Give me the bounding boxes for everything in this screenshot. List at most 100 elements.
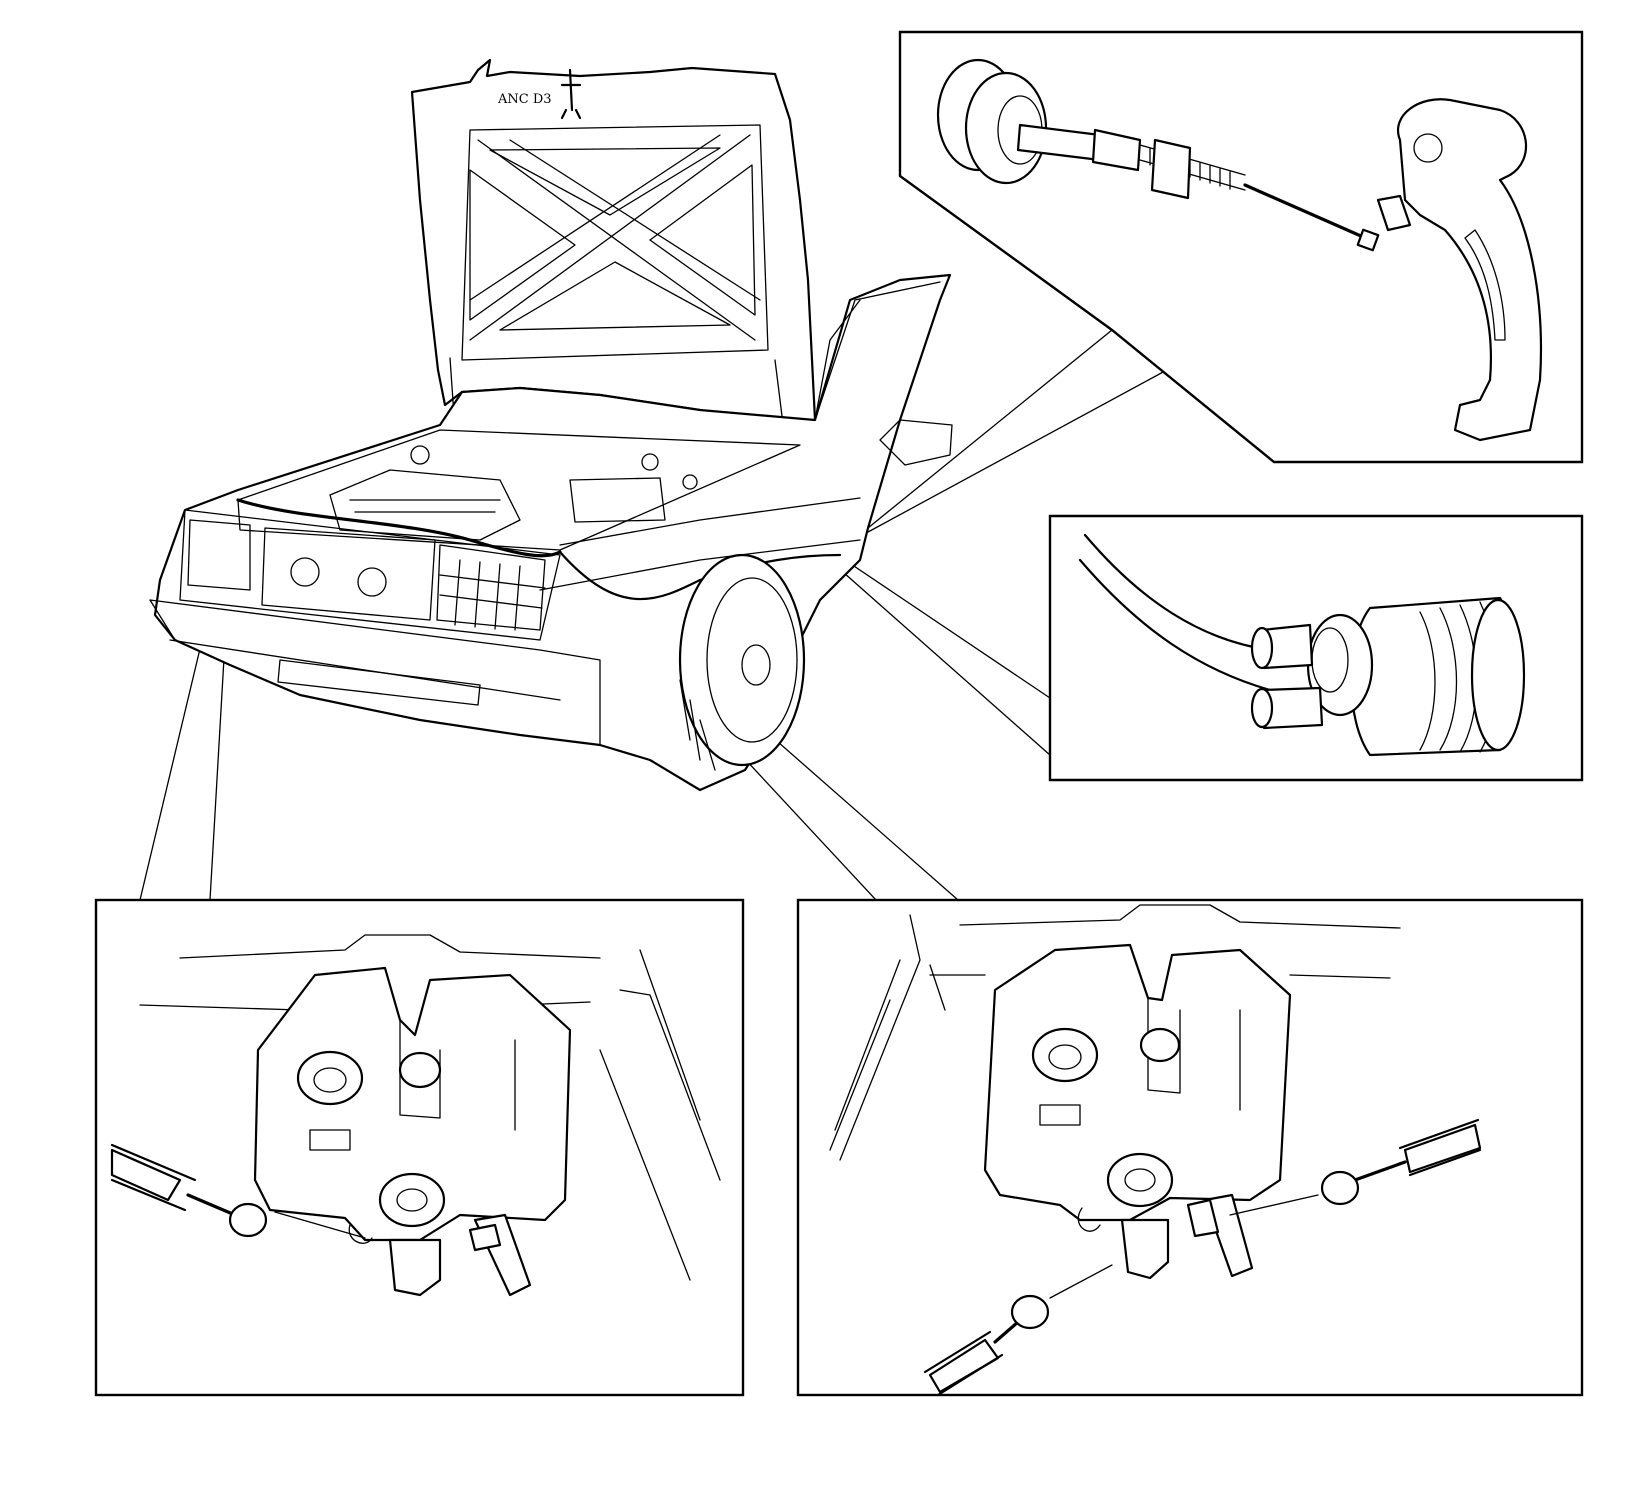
fluid-cap-1: [410, 445, 430, 465]
fluid-cap-3: [682, 474, 698, 490]
right-lock-clip: [1077, 1207, 1101, 1232]
right-lock-body: [983, 943, 1292, 1222]
right-pillar: [829, 914, 946, 1161]
right-lock-cable-guide-lower: [1049, 1264, 1113, 1299]
lever-slot: [1464, 229, 1506, 341]
grommet-ribs: [1419, 601, 1498, 753]
headlight-right: [436, 544, 546, 631]
right-lock-mount-hole-upper-inner: [1048, 1044, 1082, 1070]
handle-cable-end-nipple: [1356, 228, 1380, 252]
left-lock-mount-hole-upper: [296, 1050, 364, 1106]
detail-release-handle: [898, 30, 1584, 464]
body-side-line: [539, 539, 861, 591]
leader-handle-lower: [867, 329, 1113, 529]
tire-tread: [679, 679, 716, 771]
right-lock-inner-cable-upper: [1353, 1160, 1407, 1182]
battery: [569, 477, 666, 523]
leader-handle-lower-2: [867, 370, 1166, 533]
right-panel-top-line: [959, 904, 1401, 929]
grommet-cable-lower: [1078, 558, 1272, 692]
hood-x-brace-b2: [469, 134, 721, 301]
front-wheel-rim: [706, 577, 798, 743]
bumper: [149, 599, 601, 746]
hood-cutout-left: [469, 169, 576, 321]
grille-emblem-left: [290, 557, 320, 587]
left-lock-inner-cable: [186, 1193, 237, 1217]
hood-cutout-top: [489, 147, 721, 216]
hood-x-brace-a: [477, 139, 756, 341]
right-lock-slot: [1039, 1104, 1081, 1126]
hood-cutout-right: [649, 164, 756, 316]
engine-block: [329, 469, 521, 541]
leader-grommet-lower: [834, 564, 1051, 756]
leader-grommet-upper: [844, 559, 1051, 699]
headlight-grid-a: [439, 559, 546, 631]
hood-x-brace-b: [469, 134, 751, 341]
engine-detail-1: [349, 499, 501, 513]
right-lock-mount-hole-upper: [1031, 1027, 1099, 1083]
right-lock-cable-sheath-lower-outline: [923, 1330, 1004, 1397]
car-overview: ANC D3: [149, 58, 953, 792]
handle-cable-nut: [1150, 138, 1192, 200]
release-lever: [1397, 98, 1543, 442]
release-cable-bay: [236, 498, 562, 558]
right-panel-mid-line: [929, 974, 1391, 979]
right-lock-mount-hole-lower-inner: [1124, 1168, 1156, 1192]
left-lock-cable-sheath-outline: [110, 1143, 197, 1212]
a-pillar: [814, 299, 861, 421]
left-lock-mount-hole-lower: [378, 1172, 446, 1228]
left-lock-cable-sheath: [110, 1148, 182, 1202]
right-lock-lever: [1203, 1193, 1254, 1278]
right-lock-cable-guide-upper: [1229, 1194, 1319, 1216]
left-lock-lever-hook: [468, 1223, 502, 1252]
right-lock-cable-sheath-upper-outline: [1398, 1118, 1482, 1177]
left-lock-slot: [309, 1129, 351, 1151]
left-lock-body: [253, 966, 572, 1242]
headlight-left-outer: [187, 519, 251, 591]
grommet-cable-upper: [1083, 533, 1272, 652]
left-panel-top-line: [179, 934, 601, 959]
side-mirror: [879, 419, 953, 466]
right-lock-mount-hole-lower: [1106, 1152, 1174, 1208]
left-lock-clip: [348, 1224, 373, 1244]
grommet-sleeve-lower-end: [1250, 687, 1274, 729]
left-lock-cable-end-nipple: [228, 1202, 268, 1238]
lever-cable-hook: [1376, 194, 1412, 232]
handle-inner-cable: [1243, 183, 1372, 242]
right-lock-lever-hook: [1186, 1198, 1220, 1238]
right-lock-inner-cable-lower: [993, 1320, 1020, 1344]
hood-emblem-figure: [560, 68, 582, 120]
hood-inner-frame: [461, 124, 769, 361]
grille: [261, 527, 436, 621]
lever-pivot-hole: [1413, 133, 1443, 163]
left-lock-cable-guide-line: [274, 1211, 366, 1239]
handle-cable-fitting: [1091, 128, 1142, 172]
left-lock-mount-hole-lower-inner: [396, 1188, 428, 1212]
left-lock-striker-pin: [398, 1051, 442, 1089]
grommet-end-face: [1470, 598, 1526, 752]
detail-left-lock: [94, 898, 745, 1397]
bumper-slot: [277, 659, 481, 706]
detail-right-lock: [796, 898, 1584, 1397]
right-lock-striker-pin: [1139, 1027, 1181, 1063]
fluid-cap-2: [641, 453, 659, 471]
left-pillar: [599, 949, 721, 1281]
hood-emblem-text: ANC D3: [497, 92, 552, 107]
right-lock-latch: [1120, 1218, 1170, 1280]
hood-cutout-bottom: [499, 261, 731, 331]
detail-cable-grommet: [1048, 514, 1584, 782]
grille-emblem-right: [357, 567, 387, 597]
left-lock-latch: [388, 1238, 442, 1297]
fender-crease: [559, 497, 861, 546]
windshield-line: [814, 281, 941, 421]
right-lock-cable-sheath-upper: [1403, 1123, 1482, 1174]
engine-bay-outline: [237, 429, 801, 551]
grommet-sleeve-upper-end: [1250, 626, 1274, 670]
release-cable-fender: [558, 550, 842, 601]
right-lock-cable-end-lower: [1010, 1294, 1050, 1330]
front-wheel-hub: [741, 644, 771, 686]
open-hood-panel: [410, 58, 817, 442]
left-lock-mount-hole-upper-inner: [313, 1067, 347, 1093]
